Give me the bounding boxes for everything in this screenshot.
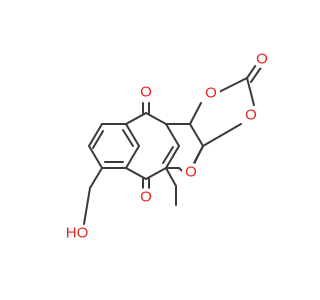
hydroxyl-label: HO bbox=[66, 225, 89, 242]
atom-label-bg bbox=[137, 188, 155, 206]
bond bbox=[165, 145, 180, 169]
carbonate-oxygen: O bbox=[256, 51, 268, 68]
atom-label-bg bbox=[182, 163, 200, 181]
bond bbox=[125, 167, 147, 180]
bond bbox=[88, 123, 103, 147]
bond bbox=[189, 102, 202, 125]
bond bbox=[145, 112, 167, 125]
bond bbox=[202, 123, 242, 147]
atom-label-bg bbox=[253, 50, 271, 68]
bond bbox=[162, 146, 174, 164]
bond bbox=[92, 130, 104, 149]
atom-label-bg bbox=[137, 83, 155, 101]
dioxolone-oxygen-right: O bbox=[245, 107, 257, 124]
bond bbox=[122, 129, 134, 147]
dioxolone-oxygen-upper: O bbox=[205, 85, 217, 102]
bond bbox=[88, 145, 103, 169]
bond bbox=[192, 145, 204, 167]
bond bbox=[165, 167, 177, 187]
ketone-oxygen-bottom: O bbox=[140, 189, 152, 206]
atom-label-layer: O O HO O O O O bbox=[64, 50, 271, 242]
bond bbox=[218, 77, 248, 93]
bond-layer bbox=[88, 61, 263, 206]
bond bbox=[246, 77, 255, 106]
structure-diagram: O O HO O O O O bbox=[64, 50, 271, 242]
atom-label-bg bbox=[64, 224, 88, 242]
bond bbox=[89, 167, 103, 189]
bond bbox=[250, 65, 263, 83]
atom-label-bg bbox=[202, 84, 220, 102]
atom-label-bg bbox=[242, 106, 260, 124]
ketone-oxygen-top: O bbox=[140, 84, 152, 101]
pyran-oxygen: O bbox=[185, 164, 197, 181]
bond bbox=[189, 123, 204, 147]
bond bbox=[83, 187, 91, 225]
bond bbox=[165, 123, 180, 147]
molecule-drawing: O O HO O O O O bbox=[64, 50, 271, 242]
bond bbox=[125, 112, 147, 125]
bond bbox=[125, 123, 140, 147]
bond bbox=[125, 145, 140, 169]
bond bbox=[145, 167, 167, 180]
